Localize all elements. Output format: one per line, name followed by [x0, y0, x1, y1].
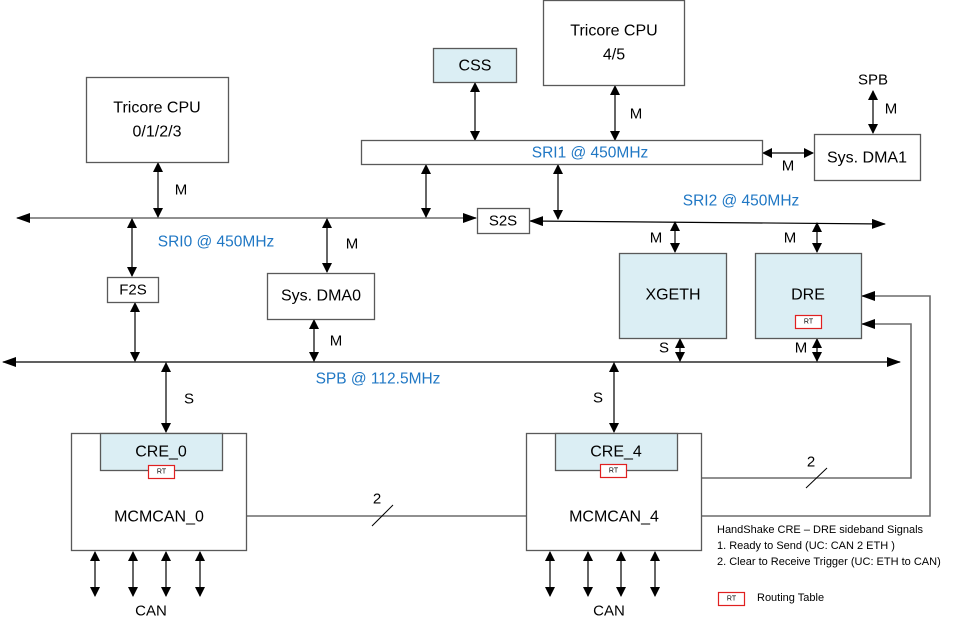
legend-title: HandShake CRE – DRE sideband Signals — [717, 524, 924, 536]
block-sys-dma1[interactable]: Sys. DMA1 — [813, 133, 922, 182]
block-sys-dma0[interactable]: Sys. DMA0 — [266, 272, 376, 321]
svg-text:RT: RT — [157, 469, 167, 476]
block-label: Sys. DMA1 — [827, 150, 907, 167]
bus-sri2-label: SRI2 @ 450MHz — [683, 193, 800, 210]
port-label-master: M — [346, 236, 359, 253]
bus-sri1[interactable]: SRI1 @ 450MHz — [360, 139, 764, 166]
legend-rt-label: Routing Table — [757, 592, 824, 604]
block-sublabel: 0/1/2/3 — [133, 124, 182, 141]
bus-width-slash — [371, 504, 394, 527]
port-label-master: M — [630, 106, 643, 123]
bus-spb-label: SPB @ 112.5MHz — [316, 371, 441, 388]
block-label: Tricore CPU — [113, 100, 200, 117]
legend-item: 2. Clear to Receive Trigger (UC: ETH to … — [717, 556, 941, 568]
block-s2s[interactable]: S2S — [476, 207, 531, 235]
port-label-slave: S — [184, 391, 194, 408]
svg-text:RT: RT — [727, 596, 737, 603]
cre-0-label: CRE_0 — [135, 444, 187, 461]
svg-text:RT: RT — [609, 468, 619, 475]
block-label: MCMCAN_4 — [569, 509, 659, 526]
can-label: CAN — [135, 603, 167, 620]
can-label: CAN — [593, 603, 625, 620]
block-mcmcan-0[interactable]: CRE_0 RT MCMCAN_0 — [70, 432, 248, 552]
block-dre[interactable]: DRE RT — [754, 252, 863, 340]
legend-item: 1. Ready to Send (UC: CAN 2 ETH ) — [717, 540, 895, 552]
port-label-master: M — [175, 182, 188, 199]
block-css[interactable]: CSS — [432, 47, 518, 84]
routing-table-badge: RT — [599, 463, 628, 479]
bus-width-label: 2 — [373, 491, 381, 508]
port-label-slave: S — [659, 340, 669, 357]
port-label-master: M — [330, 333, 343, 350]
routing-table-badge: RT — [794, 314, 823, 330]
sideband-mcmcan4-dre-outer — [702, 291, 931, 517]
routing-table-badge: RT — [147, 464, 176, 480]
bus-sri0-label: SRI0 @ 450MHz — [158, 234, 275, 251]
spb-port-label: SPB — [858, 72, 888, 89]
block-label: XGETH — [645, 287, 700, 304]
bus-label: SRI1 @ 450MHz — [532, 145, 649, 162]
block-label: Sys. DMA0 — [281, 288, 361, 305]
block-tricore-cpu-45[interactable]: Tricore CPU 4/5 — [542, 0, 686, 87]
bus-width-label: 2 — [807, 454, 815, 471]
block-label: F2S — [119, 282, 147, 299]
cre-4-label: CRE_4 — [590, 444, 642, 461]
port-label-master: M — [795, 340, 808, 357]
block-label: MCMCAN_0 — [114, 509, 204, 526]
block-label: DRE — [791, 287, 825, 304]
legend: HandShake CRE – DRE sideband Signals 1. … — [717, 524, 941, 607]
block-tricore-cpu-0123[interactable]: Tricore CPU 0/1/2/3 — [85, 76, 230, 164]
port-label-master: M — [784, 230, 797, 247]
legend-routing-table-key: RT Routing Table — [717, 591, 824, 607]
bus-width-slash — [805, 467, 828, 489]
port-label-slave: S — [593, 390, 603, 407]
connectors-layer — [2, 82, 931, 597]
sideband-mcmcan4-dre-inner — [702, 319, 912, 479]
block-sublabel: 4/5 — [603, 47, 625, 64]
block-mcmcan-4[interactable]: CRE_4 RT MCMCAN_4 — [525, 432, 703, 552]
block-f2s[interactable]: F2S — [106, 276, 160, 304]
block-label: S2S — [489, 213, 517, 230]
block-xgeth[interactable]: XGETH — [618, 252, 728, 340]
port-label-master: M — [650, 230, 663, 247]
block-label: Tricore CPU — [570, 23, 657, 40]
svg-text:RT: RT — [804, 319, 814, 326]
bus-sri2-line — [529, 216, 886, 229]
port-label-master: M — [782, 158, 795, 175]
port-label-master: M — [885, 101, 898, 118]
block-label: CSS — [459, 58, 492, 75]
